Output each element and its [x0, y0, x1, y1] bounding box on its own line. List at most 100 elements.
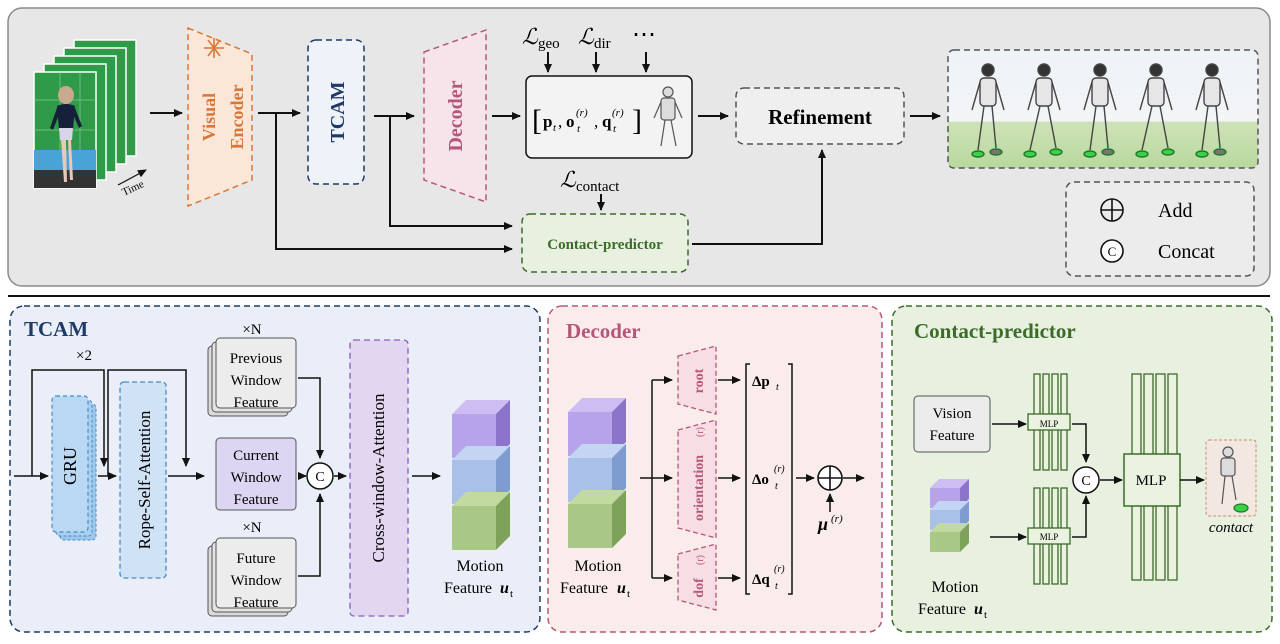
svg-text:t: t	[775, 481, 778, 492]
visual-label: Visual	[199, 93, 219, 141]
svg-text:Δq: Δq	[752, 572, 770, 588]
arrow-future-concat	[298, 493, 324, 577]
svg-text:C: C	[1108, 244, 1117, 259]
mlp-small-top-core	[1027, 413, 1071, 431]
dof-sup: (r)	[695, 555, 706, 565]
loss-geo: ℒ geo	[522, 24, 560, 52]
mu-label: μ (r)	[817, 513, 843, 534]
repeat-xn-top: ×N	[242, 322, 261, 338]
visual-encoder-block	[187, 26, 253, 208]
svg-text:Feature: Feature	[560, 580, 608, 597]
svg-text:p: p	[543, 112, 552, 131]
rope-label: Rope-Self-Attention	[135, 410, 154, 549]
svg-text:ℒ: ℒ	[560, 167, 577, 192]
decoder-label: Decoder	[445, 80, 467, 151]
legend-concat-label: Concat	[1158, 241, 1215, 263]
arrow-tcam-contact	[389, 116, 513, 230]
svg-text:(r): (r)	[831, 513, 843, 525]
refinement-block	[735, 87, 905, 145]
rope-loop-arrow	[107, 369, 190, 476]
svg-text:ℒ: ℒ	[522, 24, 539, 49]
person-head	[58, 86, 74, 104]
feature-cube	[452, 492, 510, 550]
svg-text:Current: Current	[233, 448, 280, 464]
svg-text:,: ,	[558, 112, 562, 131]
contact-feature-label: Feature u t	[918, 601, 987, 621]
arrow-encoder-contact	[275, 113, 513, 253]
snowflake-icon	[204, 38, 224, 58]
svg-text:q: q	[602, 112, 612, 131]
cross-label: Cross-window-Attention	[369, 393, 388, 563]
tcam-feature-label: Feature u t	[444, 580, 513, 600]
robot-pose	[1023, 63, 1063, 158]
future-window-feature: Future Window Feature	[207, 537, 297, 617]
svg-text:]: ]	[632, 104, 642, 137]
gru-loop-arrow	[31, 369, 108, 476]
feature-cube	[452, 400, 510, 458]
contact-robot-figure	[1220, 446, 1249, 513]
motion-feature-cubes-contact	[930, 479, 969, 552]
svg-text:Vision: Vision	[932, 406, 972, 422]
encoder-label: Encoder	[227, 84, 247, 149]
loss-more: ⋯	[632, 22, 656, 48]
svg-text:Feature: Feature	[918, 601, 966, 618]
concat-node-tcam: C	[306, 462, 334, 490]
mlp-small-bottom-core	[1027, 527, 1071, 545]
contact-predictor-label: Contact-predictor	[547, 237, 663, 253]
svg-text:ℒ: ℒ	[578, 24, 595, 49]
loss-contact: ℒ contact	[560, 167, 620, 195]
feature-cube	[568, 444, 626, 502]
gru-label: GRU	[60, 447, 80, 485]
dof-head	[677, 543, 717, 611]
svg-text:t: t	[613, 123, 617, 135]
svg-text:contact: contact	[576, 179, 620, 195]
svg-text:t: t	[775, 581, 778, 592]
svg-text:(r): (r)	[774, 464, 785, 475]
contact-predictor-block	[521, 213, 689, 273]
svg-text:t: t	[984, 609, 987, 621]
tcam-block	[307, 39, 365, 185]
mlp-big-label: MLP	[1136, 473, 1167, 489]
concat-icon: C	[1100, 239, 1124, 263]
svg-text:(r): (r)	[576, 107, 588, 119]
svg-text:Δp: Δp	[752, 374, 770, 390]
decoder-motion-label: Motion	[574, 558, 621, 575]
arrow-mlp-bot-concat	[1072, 495, 1090, 538]
repeat-xn-bottom: ×N	[242, 520, 261, 536]
mlp-small-top-label: MLP	[1040, 419, 1059, 429]
contact-robot-image	[1205, 439, 1257, 517]
previous-window-feature: Previous Window Feature	[207, 337, 297, 417]
svg-text:[: [	[532, 104, 542, 137]
svg-text:,: ,	[594, 112, 598, 131]
svg-text:Future: Future	[236, 551, 276, 567]
cross-window-attention-block	[349, 339, 409, 617]
delta-o: Δo (r) t	[752, 464, 785, 492]
gru-block	[51, 395, 97, 541]
robot-pose	[971, 63, 1005, 158]
svg-text:o: o	[566, 112, 575, 131]
arrow-contact-refinement	[692, 149, 826, 245]
root-label: root	[692, 368, 707, 393]
delta-p: Δp t	[752, 374, 779, 393]
svg-text:Feature: Feature	[234, 492, 279, 508]
svg-text:u: u	[500, 580, 509, 597]
orientation-label: orientation	[692, 455, 707, 521]
concat-node-contact: C	[1072, 466, 1100, 494]
svg-text:Feature: Feature	[930, 428, 975, 444]
svg-text:t: t	[510, 588, 513, 600]
svg-text:Feature: Feature	[444, 580, 492, 597]
mlp-small-top	[1027, 373, 1071, 471]
contact-output-label: contact	[1209, 520, 1254, 536]
svg-text:u: u	[617, 580, 626, 597]
orientation-sup: (r)	[695, 427, 706, 437]
add-icon	[1100, 198, 1124, 222]
rope-self-attention-block	[119, 381, 167, 579]
svg-text:t: t	[577, 123, 581, 135]
svg-text:geo: geo	[538, 36, 560, 52]
svg-text:Feature: Feature	[234, 395, 279, 411]
add-node-decoder	[817, 465, 843, 491]
motion-feature-cubes-decoder	[568, 398, 626, 548]
contact-motion-label: Motion	[931, 579, 978, 596]
delta-q: Δq (r) t	[752, 564, 785, 592]
